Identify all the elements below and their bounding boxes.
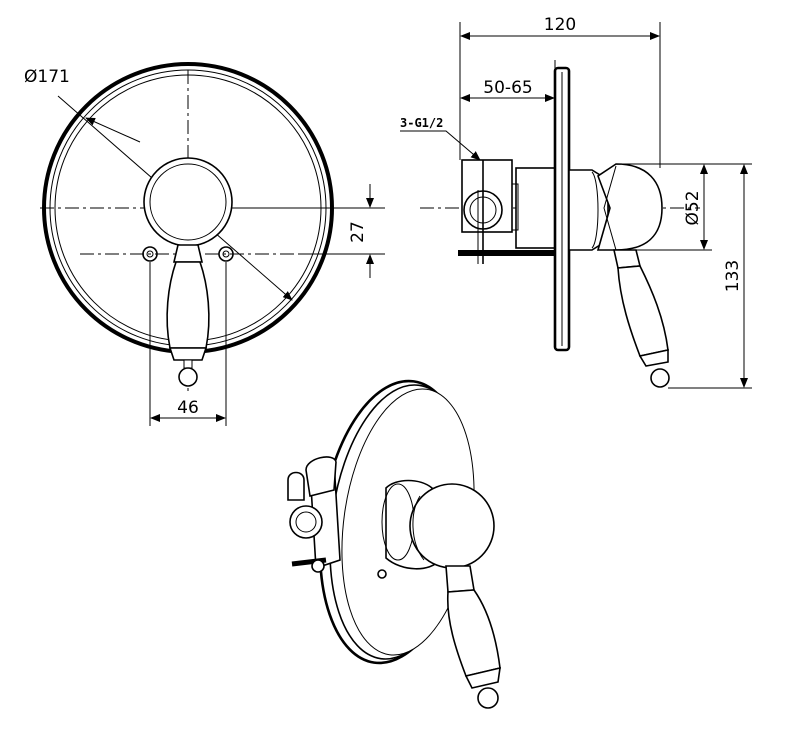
dim-inlet-leader xyxy=(400,130,481,161)
front-lever-collar xyxy=(168,347,208,361)
persp-lever-collar xyxy=(464,666,501,689)
front-lever-body xyxy=(166,261,210,349)
front-lever-neck xyxy=(172,244,204,263)
side-view: 120 50-65 3-G1/2 Ø52 133 xyxy=(400,15,752,389)
dim-120-label: 120 xyxy=(544,15,576,35)
front-view: 27 46 Ø171 xyxy=(24,62,385,426)
front-screw-left-inner xyxy=(146,250,154,258)
persp-lever-neck xyxy=(445,565,475,593)
persp-inlet-port xyxy=(289,505,323,539)
front-lever-knob xyxy=(178,367,198,387)
dim-171-label: Ø171 xyxy=(24,67,70,87)
front-handle-hub-inner xyxy=(149,163,227,241)
front-handle-hub xyxy=(143,157,233,247)
perspective-view xyxy=(287,379,501,709)
side-handle-hub-face xyxy=(603,165,617,251)
dim-133-label: 133 xyxy=(723,260,743,292)
dim-inlet-label: 3-G1/2 xyxy=(400,116,443,130)
front-screw-right xyxy=(218,246,234,262)
persp-lever-knob xyxy=(477,687,499,709)
dim-50-65-label: 50-65 xyxy=(483,78,532,98)
side-valve-body xyxy=(515,167,557,249)
front-screw-right-inner xyxy=(222,250,230,258)
side-lever-body xyxy=(617,265,669,357)
persp-handle-hub xyxy=(409,483,495,569)
persp-lever-body xyxy=(446,589,501,677)
front-screw-left xyxy=(142,246,158,262)
dim-27-label: 27 xyxy=(348,221,368,243)
persp-valve-top xyxy=(305,456,337,497)
front-lever-stem xyxy=(183,359,193,369)
side-trim-sleeve-2 xyxy=(591,171,599,249)
persp-inlet-port-inner xyxy=(295,511,317,533)
side-lever-knob xyxy=(650,368,670,388)
persp-plate-screw xyxy=(377,569,387,579)
side-lever-neck xyxy=(613,249,642,269)
persp-inlet-top xyxy=(287,471,305,501)
side-mounting-bar xyxy=(458,250,554,256)
diameter-leader-line-start xyxy=(85,117,141,143)
dim-46-label: 46 xyxy=(177,398,199,418)
persp-handle-hub-edge xyxy=(412,495,425,561)
dim-52-label: Ø52 xyxy=(683,190,703,225)
side-lever-collar xyxy=(638,349,669,367)
persp-mount-screw xyxy=(311,559,325,573)
